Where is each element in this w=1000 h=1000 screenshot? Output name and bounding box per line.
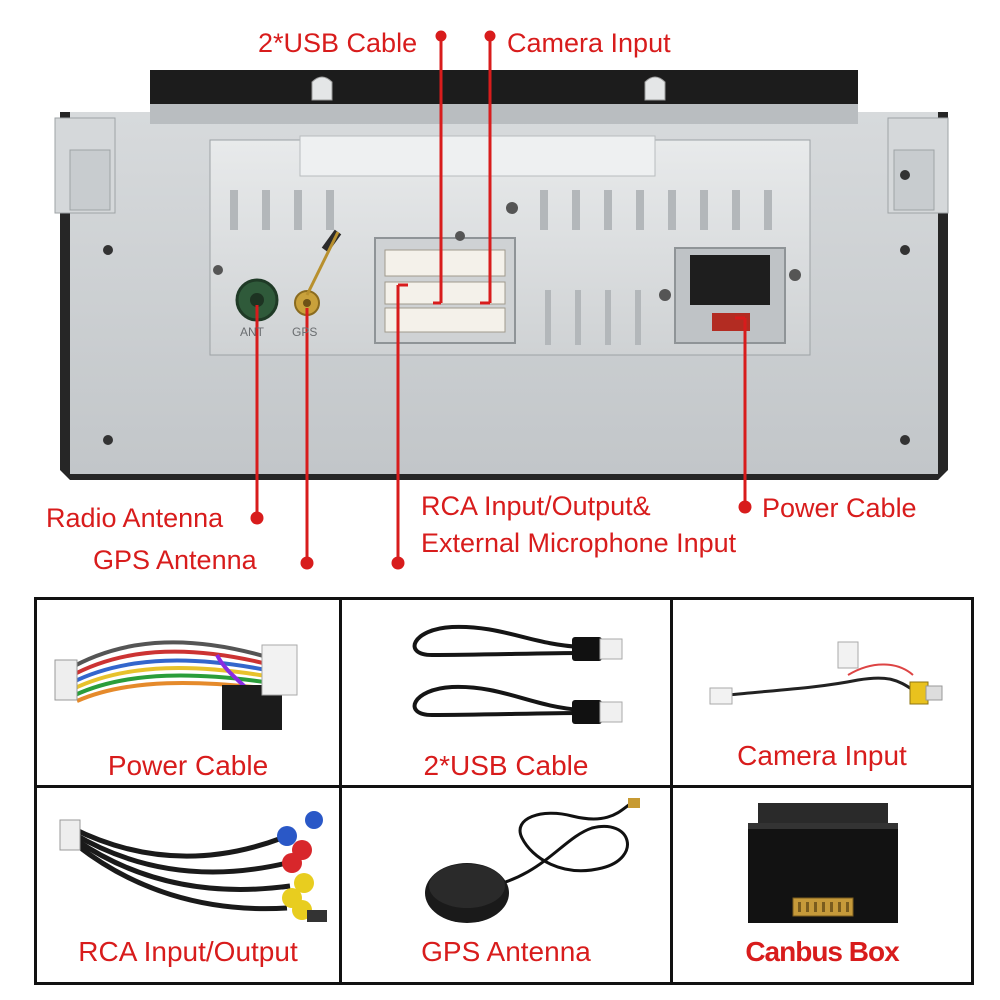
power-cable-image: [54, 640, 298, 730]
radio-antenna-callout: Radio Antenna: [46, 503, 224, 533]
accessory-label: Camera Input: [737, 740, 907, 771]
camera-input-callout: Camera Input: [507, 28, 671, 58]
accessory-grid: Power Cable 2*USB Cable Camera Inp: [34, 597, 974, 985]
rca-callout-line2: External Microphone Input: [421, 528, 737, 558]
accessory-gps-antenna: GPS Antenna: [342, 788, 670, 982]
rca-cable-image: [59, 811, 327, 922]
gps-antenna-callout: GPS Antenna: [93, 545, 257, 575]
accessory-rca-cable: RCA Input/Output: [37, 788, 339, 982]
usb-cable-image: [412, 624, 623, 724]
rca-callout-line1: RCA Input/Output&: [421, 491, 651, 521]
head-unit-diagram: [54, 30, 949, 570]
callout-lines: [250, 30, 752, 570]
accessory-label: 2*USB Cable: [423, 750, 589, 781]
accessory-power-cable: Power Cable: [37, 600, 339, 785]
usb-cable-callout: 2*USB Cable: [258, 28, 418, 58]
accessory-camera-input: Camera Input: [673, 600, 971, 785]
ant-marking: ANT: [240, 325, 264, 339]
accessory-label: Power Cable: [107, 750, 269, 781]
camera-input-image: [709, 641, 943, 705]
gps-antenna-image: [425, 798, 640, 923]
accessory-label: GPS Antenna: [421, 936, 591, 967]
canbus-box-image: [748, 803, 898, 923]
accessory-label: Canbus Box: [745, 936, 899, 967]
gps-marking: GPS: [292, 325, 318, 339]
rear-panel: [209, 135, 811, 356]
power-cable-callout: Power Cable: [762, 493, 917, 523]
accessory-canbus-box: Canbus Box: [673, 788, 971, 982]
accessory-usb-cable: 2*USB Cable: [342, 600, 670, 785]
accessory-label: RCA Input/Output: [78, 936, 298, 967]
